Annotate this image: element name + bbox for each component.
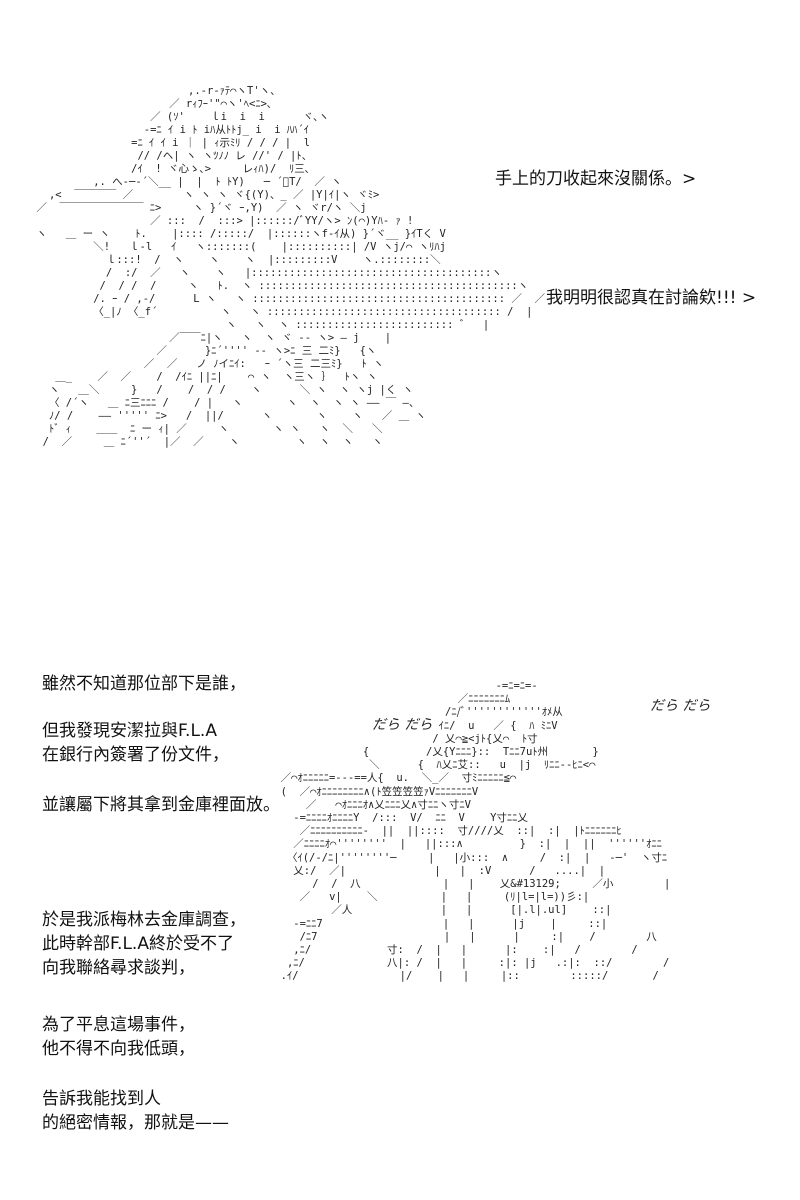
narration-block-1: 雖然不知道那位部下是誰， <box>42 674 246 694</box>
sound-effect-left: だら だら <box>372 717 433 733</box>
dialogue-line-2: 我明明很認真在討論欸!!! > <box>546 288 757 308</box>
narration-block-6: 告訴我能找到人 的絕密情報，那就是—— <box>42 1089 229 1133</box>
ascii-art-figure-top: ,.-r‐ｧﾃ⌒ヽT'ヽ、 ／ rｨﾌｰ'"⌒ヽ'ﾍ<ﾆ>､ ／ (ｿ' ｌi … <box>36 85 546 448</box>
dialogue-line-1: 手上的刀收起來沒關係。> <box>495 169 697 189</box>
sound-effect-right: だら だら <box>650 698 711 714</box>
narration-block-2: 但我發現安潔拉與F.L.A 在銀行內簽署了份文件， <box>42 721 229 765</box>
ascii-art-figure-bottom: -=ﾆ=ﾆ=- ／ﾆﾆﾆﾆﾆﾆﾆﾑ /ﾆ/ﾞ''''''''''''ｵﾒ从 ｲﾆ… <box>280 680 671 983</box>
narration-block-5: 為了平息這場事件， 他不得不向我低頭， <box>42 1015 195 1059</box>
narration-block-4: 於是我派梅林去金庫調查， 此時幹部F.L.A終於受不了 向我聯絡尋求談判， <box>42 910 246 978</box>
narration-block-3: 並讓屬下將其拿到金庫裡面放。 <box>42 795 280 815</box>
